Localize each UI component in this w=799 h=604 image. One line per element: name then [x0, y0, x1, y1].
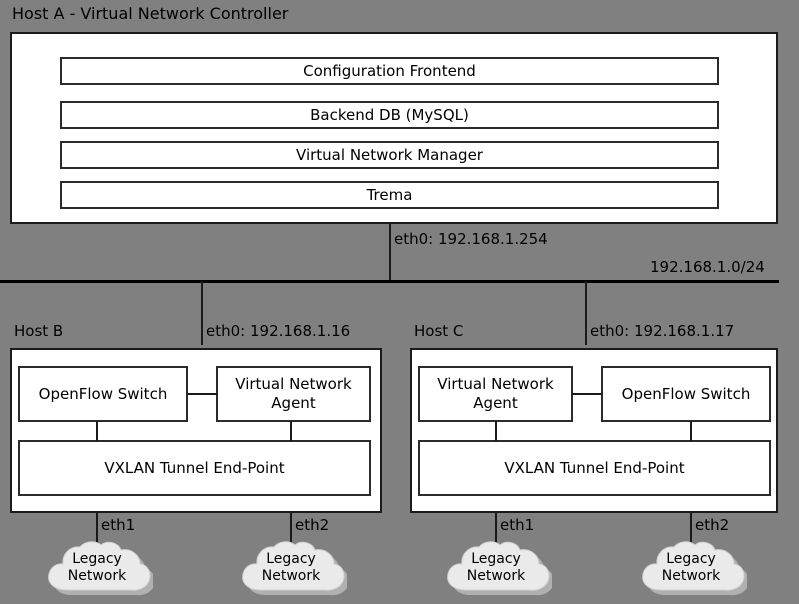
host-a-layer-configuration-frontend: Configuration Frontend [60, 57, 719, 85]
host-a-layer-label: Backend DB (MySQL) [310, 105, 469, 124]
host-b-title: Host B [14, 322, 64, 340]
host-b-eth2-line [290, 513, 292, 543]
host-b-eth1-line [96, 513, 98, 543]
host-a-interface-label: eth0: 192.168.1.254 [394, 230, 548, 248]
host-c-interface-label: eth0: 192.168.1.17 [590, 322, 735, 340]
host-a-layer-label: Virtual Network Manager [296, 145, 483, 164]
host-c-virtual-network-agent: Virtual Network Agent [418, 366, 573, 422]
host-b-agent-vxlan-connector [290, 421, 292, 441]
host-b-interface-label: eth0: 192.168.1.16 [206, 322, 351, 340]
host-b-virtual-network-agent-label: Virtual Network Agent [235, 375, 352, 412]
host-b-legacy-network-cloud-2: Legacy Network [235, 537, 347, 599]
host-c-legacy-network-cloud-2: Legacy Network [635, 537, 747, 599]
host-b-switch-agent-connector [187, 393, 217, 395]
host-a-uplink-line [389, 224, 391, 281]
host-c-downlink-line [585, 281, 587, 345]
host-c-eth2-line [690, 513, 692, 543]
host-b-vxlan-label: VXLAN Tunnel End-Point [104, 458, 285, 477]
host-c-vxlan-label: VXLAN Tunnel End-Point [504, 458, 685, 477]
host-c-openflow-switch-label: OpenFlow Switch [621, 384, 751, 403]
host-c-openflow-switch: OpenFlow Switch [601, 366, 771, 422]
host-b-downlink-line [201, 281, 203, 345]
host-b-eth2-label: eth2 [295, 516, 330, 534]
host-a-layer-trema: Trema [60, 181, 719, 209]
host-a-layer-label: Trema [366, 185, 413, 204]
host-b-vxlan-tunnel-endpoint: VXLAN Tunnel End-Point [18, 440, 371, 496]
subnet-label: 192.168.1.0/24 [650, 258, 765, 276]
host-a-layer-label: Configuration Frontend [303, 61, 476, 80]
host-c-title: Host C [414, 322, 464, 340]
host-c-agent-switch-connector [572, 393, 602, 395]
host-c-legacy-network-cloud-1: Legacy Network [440, 537, 552, 599]
host-b-virtual-network-agent: Virtual Network Agent [216, 366, 371, 422]
host-a-title: Host A - Virtual Network Controller [12, 4, 289, 23]
host-a-layer-backend-db: Backend DB (MySQL) [60, 101, 719, 129]
network-bus-line [0, 280, 779, 283]
host-b-openflow-switch: OpenFlow Switch [18, 366, 188, 422]
host-a-layer-virtual-network-manager: Virtual Network Manager [60, 141, 719, 169]
host-b-legacy-network-cloud-1: Legacy Network [41, 537, 153, 599]
host-c-vxlan-tunnel-endpoint: VXLAN Tunnel End-Point [418, 440, 771, 496]
host-c-eth2-label: eth2 [695, 516, 730, 534]
host-c-eth1-label: eth1 [500, 516, 535, 534]
host-c-virtual-network-agent-label: Virtual Network Agent [437, 375, 554, 412]
host-c-eth1-line [495, 513, 497, 543]
host-c-agent-vxlan-connector [495, 421, 497, 441]
host-b-openflow-switch-label: OpenFlow Switch [38, 384, 168, 403]
host-c-switch-vxlan-connector [690, 421, 692, 441]
host-b-switch-vxlan-connector [96, 421, 98, 441]
host-b-eth1-label: eth1 [101, 516, 136, 534]
